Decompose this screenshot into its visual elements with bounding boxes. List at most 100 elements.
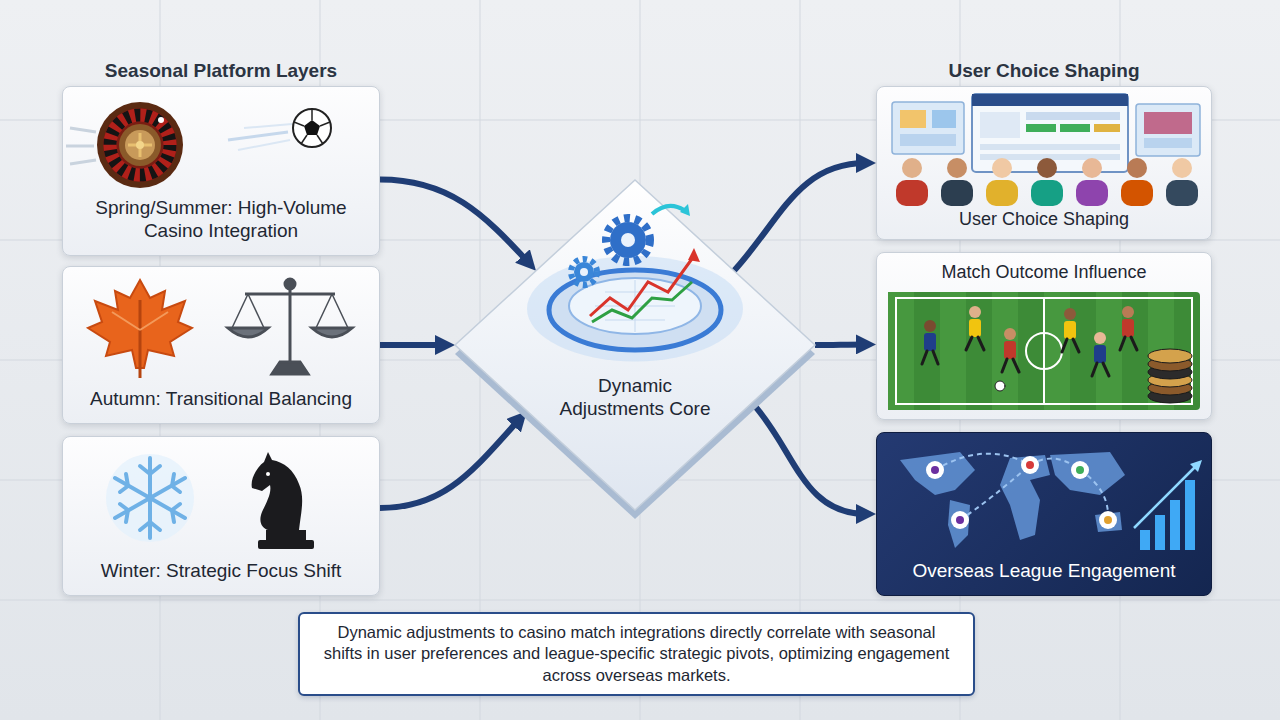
football-pitch-part bbox=[1096, 292, 1122, 410]
balance-scale bbox=[228, 279, 352, 374]
football-pitch-part bbox=[888, 292, 914, 410]
node-text: Dynamic Adjustments Core bbox=[549, 375, 721, 421]
crowd-figures-part bbox=[986, 180, 1018, 206]
season-panel: Spring/Summer: High-Volume Casino Integr… bbox=[62, 86, 380, 256]
flow-arrow bbox=[815, 341, 866, 348]
player-figures-part bbox=[924, 320, 936, 332]
dashboard-screens-part bbox=[972, 94, 1128, 106]
roulette-wheel-part bbox=[70, 128, 96, 132]
chip-stack-part bbox=[1148, 381, 1192, 395]
core-icon-part bbox=[680, 204, 690, 216]
core-icon bbox=[549, 204, 721, 350]
caption-text: Dynamic adjustments to casino match inte… bbox=[316, 622, 957, 686]
core-icon-part bbox=[610, 222, 646, 258]
column-heading: User Choice Shaping bbox=[876, 60, 1212, 83]
player-figures-part bbox=[1013, 359, 1019, 372]
player-figures-part bbox=[978, 337, 984, 350]
balance-scale-part bbox=[248, 294, 264, 328]
flow-arrow bbox=[752, 403, 866, 514]
soccer-ball-part bbox=[320, 122, 330, 126]
growth-bars bbox=[1134, 460, 1202, 550]
crowd-figures-part bbox=[1031, 180, 1063, 206]
league-badges-part bbox=[956, 516, 964, 524]
snowflake-part bbox=[115, 478, 185, 518]
maple-leaf-part bbox=[112, 312, 140, 330]
roulette-wheel-part bbox=[103, 108, 177, 182]
dashboard-screens-part bbox=[972, 94, 1128, 172]
flow-arrow bbox=[734, 163, 866, 271]
heading-text: User Choice Shaping bbox=[876, 60, 1212, 83]
dashboard-screens-part bbox=[980, 154, 1120, 160]
growth-bars-part bbox=[1170, 500, 1180, 550]
soccer-ball-part bbox=[294, 122, 304, 126]
core-icon-part bbox=[605, 320, 665, 321]
player-figures bbox=[922, 306, 1137, 391]
column-heading: Seasonal Platform Layers bbox=[62, 60, 380, 83]
crowd-figures-part bbox=[1127, 158, 1147, 178]
chip-stack-part bbox=[1148, 357, 1192, 371]
dashboard-screens-part bbox=[892, 102, 964, 154]
league-badges-part bbox=[1104, 516, 1112, 524]
balance-scale-part bbox=[316, 294, 332, 328]
outcome-panel: Match Outcome Influence bbox=[876, 252, 1212, 420]
dashboard-screens-part bbox=[900, 134, 956, 146]
player-figures-part bbox=[1062, 339, 1067, 352]
crowd-figures-part bbox=[896, 180, 928, 206]
roulette-wheel-part bbox=[158, 117, 164, 123]
chip-stack-part bbox=[1148, 389, 1192, 403]
snowflake-part bbox=[106, 454, 194, 542]
balance-scale-part bbox=[228, 328, 268, 337]
season-panel: Autumn: Transitional Balancing bbox=[62, 266, 380, 424]
core-icon-part bbox=[621, 233, 635, 247]
snowflake-part bbox=[172, 474, 180, 492]
player-figures-part bbox=[1094, 345, 1106, 363]
snowflake bbox=[106, 454, 194, 542]
soccer-ball bbox=[228, 109, 331, 150]
league-badges-part bbox=[951, 511, 969, 529]
football-pitch-part bbox=[1043, 298, 1045, 404]
flow-arrow bbox=[380, 180, 529, 264]
soccer-ball-part bbox=[311, 110, 313, 120]
crowd-figures-part bbox=[1082, 158, 1102, 178]
season-panel: Winter: Strategic Focus Shift bbox=[62, 436, 380, 596]
core-icon-part bbox=[605, 292, 665, 293]
league-badges bbox=[926, 456, 1117, 529]
growth-bars-part bbox=[1140, 530, 1150, 550]
roulette-wheel-part bbox=[70, 160, 96, 164]
snowflake-part bbox=[148, 458, 152, 538]
football-pitch-part bbox=[940, 292, 966, 410]
balance-scale-part bbox=[232, 294, 248, 328]
league-links-part bbox=[1080, 470, 1108, 520]
dashboard-screens bbox=[892, 94, 1200, 172]
football-pitch-part bbox=[992, 292, 1018, 410]
core-icon-part bbox=[635, 280, 636, 332]
snowflake-part bbox=[172, 504, 180, 522]
chip-stack-part bbox=[1148, 349, 1192, 363]
world-map-part bbox=[1095, 512, 1122, 532]
football-pitch-part bbox=[888, 292, 1200, 410]
roulette-wheel-part bbox=[66, 145, 94, 148]
heading-text: Seasonal Platform Layers bbox=[62, 60, 380, 83]
roulette-wheel-part bbox=[110, 115, 170, 175]
player-figures-part bbox=[1120, 337, 1125, 350]
maple-leaf bbox=[88, 280, 192, 378]
snowflake-part bbox=[140, 522, 160, 530]
crowd-figures-part bbox=[1166, 180, 1198, 206]
player-figures-part bbox=[933, 351, 938, 364]
outcome-panel: User Choice Shaping bbox=[876, 86, 1212, 240]
dashboard-screens-part bbox=[1026, 112, 1120, 120]
crowd-figures-part bbox=[1172, 158, 1192, 178]
soccer-ball-part bbox=[304, 120, 320, 135]
league-badges-part bbox=[926, 461, 944, 479]
player-figures-part bbox=[1122, 319, 1134, 337]
player-figures-part bbox=[1064, 321, 1076, 339]
crowd-figures-part bbox=[992, 158, 1012, 178]
player-figures-part bbox=[1004, 328, 1016, 340]
chip-stack-part bbox=[1148, 373, 1192, 387]
node-text: Autumn: Transitional Balancing bbox=[90, 388, 352, 411]
football-pitch-part bbox=[1044, 292, 1070, 410]
league-links-part bbox=[1030, 459, 1080, 470]
core-icon-part bbox=[652, 206, 684, 214]
